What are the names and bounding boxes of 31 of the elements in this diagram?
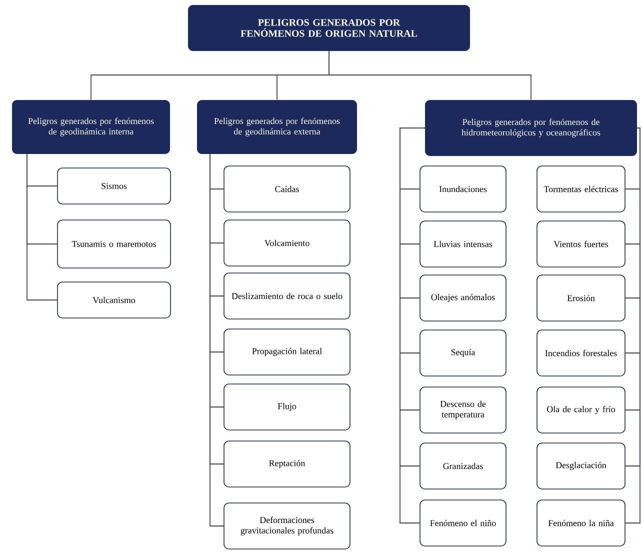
- hazard-box: Vientos fuertes: [536, 220, 626, 268]
- hazard-box: Oleajes anómalos: [420, 274, 506, 322]
- hazard-box: Granizadas: [420, 442, 506, 490]
- category-box: Peligros generados por fenómenos de hidrometeorológicos y oceanográficos: [425, 100, 637, 156]
- title-box: PELIGROS GENERADOS POR FENÓMENOS DE ORIGEN NATURAL: [188, 5, 470, 51]
- hazard-box: Ola de calor y frío: [536, 386, 626, 434]
- category-box: Peligros generados por fenómenos de geodinámica interna: [12, 100, 170, 154]
- hazard-box: Deformaciones gravitacionales profundas: [224, 502, 350, 550]
- category-box: Peligros generados por fenómenos de geodinámica externa: [197, 100, 357, 154]
- hazard-box: Incendios forestales: [536, 330, 626, 376]
- hazard-box: Descenso de temperatura: [420, 386, 506, 434]
- connector-line: [210, 154, 224, 526]
- hazard-box: Tsunamis o maremotos: [57, 220, 171, 268]
- hazard-box: Desglaciación: [536, 442, 626, 490]
- hazard-box: Volcamiento: [224, 220, 350, 266]
- hazard-box: Erosión: [536, 274, 626, 322]
- hazard-box: Lluvias intensas: [420, 220, 506, 268]
- hazard-box: Fenómeno la niña: [536, 500, 626, 546]
- hazard-box: Caídas: [224, 166, 350, 212]
- connector-line: [328, 50, 532, 100]
- hazard-box: Vulcanismo: [57, 282, 171, 318]
- connector-line: [26, 154, 58, 300]
- hazard-box: Sequía: [420, 330, 506, 376]
- hazard-box: Inundaciones: [420, 166, 506, 212]
- hazard-box: Tormentas eléctricas: [536, 166, 626, 212]
- hazard-box: Propagación lateral: [224, 328, 350, 376]
- hazard-box: Deslizamiento de roca o suelo: [224, 272, 350, 320]
- hazard-box: Sismos: [57, 168, 171, 204]
- hazard-box: Flujo: [224, 384, 350, 430]
- hazard-box: Reptación: [224, 440, 350, 488]
- hazard-box: Fenómeno el niño: [420, 500, 506, 546]
